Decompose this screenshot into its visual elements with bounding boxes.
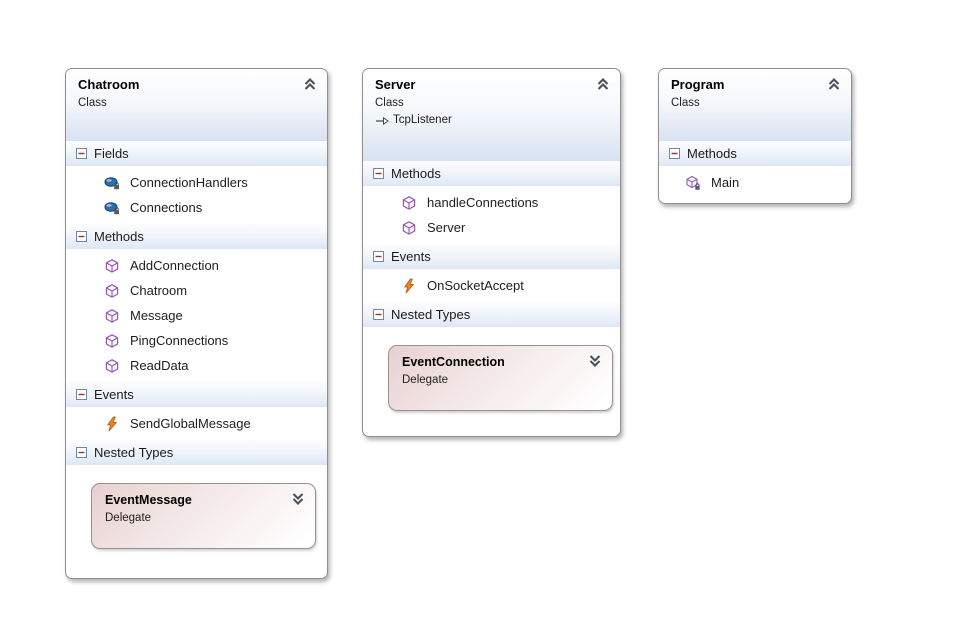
method-icon [402,195,416,210]
fields-list: ConnectionHandlers Connections [66,166,327,224]
nested-types-area: EventConnection Delegate [363,327,620,411]
member-row[interactable]: ConnectionHandlers [66,170,327,195]
nested-type-title: EventMessage [105,493,192,507]
class-title: Chatroom [78,77,140,92]
nested-type-kind: Delegate [105,512,152,524]
expander-minus-icon[interactable] [76,389,87,400]
methods-list: AddConnection Chatroom Message PingConne… [66,249,327,382]
member-row[interactable]: SendGlobalMessage [66,411,327,436]
chevron-double-up-icon[interactable] [595,76,611,92]
method-icon [105,308,119,323]
section-label: Fields [94,146,129,161]
member-label: Connections [130,200,203,215]
expander-minus-icon[interactable] [76,447,87,458]
section-header-nested-types[interactable]: Nested Types [66,440,327,465]
member-row[interactable]: Connections [66,195,327,220]
nested-type-box-eventmessage[interactable]: EventMessage Delegate [91,483,316,549]
member-label: AddConnection [130,258,219,273]
class-box-chatroom[interactable]: Chatroom Class Fields ConnectionHandlers… [65,68,328,579]
member-label: Server [427,220,466,235]
class-kind: Class [671,97,700,109]
nested-type-title: EventConnection [402,355,505,369]
section-label: Methods [94,229,144,244]
base-type-label: TcpListener [393,114,452,126]
member-row[interactable]: Chatroom [66,278,327,303]
member-label: SendGlobalMessage [130,416,251,431]
section-label: Methods [391,166,441,181]
member-row[interactable]: ReadData [66,353,327,378]
class-box-program[interactable]: Program Class Methods Main [658,68,852,204]
nested-types-area: EventMessage Delegate [66,465,327,549]
section-header-events[interactable]: Events [66,382,327,407]
section-header-methods[interactable]: Methods [66,224,327,249]
expander-minus-icon[interactable] [373,251,384,262]
inheritance-row: TcpListener [375,114,610,127]
member-label: PingConnections [130,333,229,348]
member-label: Main [711,175,740,190]
methods-list: handleConnections Server [363,186,620,244]
chevron-double-down-icon[interactable] [290,491,306,507]
member-label: handleConnections [427,195,539,210]
class-header[interactable]: Program Class [659,69,851,141]
member-label: OnSocketAccept [427,278,524,293]
chevron-double-down-icon[interactable] [587,353,603,369]
member-row[interactable]: handleConnections [363,190,620,215]
method-icon [105,283,119,298]
method-icon [402,220,416,235]
class-header[interactable]: Chatroom Class [66,69,327,141]
private-field-icon [104,201,120,215]
section-header-fields[interactable]: Fields [66,141,327,166]
expander-minus-icon[interactable] [373,168,384,179]
nested-type-box-eventconnection[interactable]: EventConnection Delegate [388,345,613,411]
event-icon [107,416,117,431]
events-list: SendGlobalMessage [66,407,327,440]
member-label: ReadData [130,358,189,373]
method-icon [105,358,119,373]
member-row[interactable]: OnSocketAccept [363,273,620,298]
events-list: OnSocketAccept [363,269,620,302]
class-kind: Class [375,97,404,109]
section-header-events[interactable]: Events [363,244,620,269]
section-label: Events [391,249,431,264]
section-label: Events [94,387,134,402]
event-icon [404,278,414,293]
section-header-methods[interactable]: Methods [363,161,620,186]
member-row[interactable]: Server [363,215,620,240]
member-label: Chatroom [130,283,188,298]
nested-type-kind: Delegate [402,374,449,386]
chevron-double-up-icon[interactable] [302,76,318,92]
private-field-icon [104,176,120,190]
expander-minus-icon[interactable] [76,231,87,242]
member-row[interactable]: Message [66,303,327,328]
method-icon [105,258,119,273]
section-header-nested-types[interactable]: Nested Types [363,302,620,327]
private-method-icon [686,175,701,190]
class-kind: Class [78,97,107,109]
class-header[interactable]: Server Class TcpListener [363,69,620,161]
chevron-double-up-icon[interactable] [826,76,842,92]
member-label: Message [130,308,183,323]
member-row[interactable]: AddConnection [66,253,327,278]
inheritance-arrow-icon [375,116,389,125]
methods-list: Main [659,166,851,199]
expander-minus-icon[interactable] [76,148,87,159]
section-label: Nested Types [391,307,471,322]
section-header-methods[interactable]: Methods [659,141,851,166]
class-title: Server [375,77,416,92]
expander-minus-icon[interactable] [669,148,680,159]
member-label: ConnectionHandlers [130,175,248,190]
section-label: Nested Types [94,445,174,460]
member-row[interactable]: Main [659,170,851,195]
member-row[interactable]: PingConnections [66,328,327,353]
expander-minus-icon[interactable] [373,309,384,320]
section-label: Methods [687,146,737,161]
method-icon [105,333,119,348]
class-box-server[interactable]: Server Class TcpListener Methods handleC… [362,68,621,437]
class-title: Program [671,77,725,92]
